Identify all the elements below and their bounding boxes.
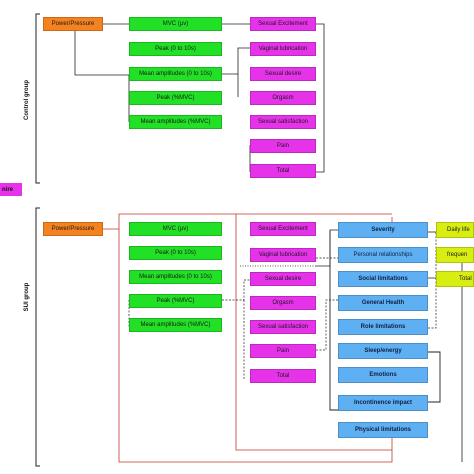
control-mean-amplitudes-mvc-box: Mean amplitudes (%MVC)	[129, 115, 222, 129]
sui-social-limitations-box: Social limitations	[338, 271, 428, 287]
sui-physical-limitations-box: Physical limitations	[338, 422, 428, 438]
control-mvc-box: MVC (µv)	[129, 17, 222, 31]
sui-severity-box: Severity	[338, 222, 428, 238]
control-vaginal-lubrication-box: Vaginal lubrication	[250, 42, 316, 56]
control-sexual-satisfaction-box: Sexual satisfaction	[250, 115, 316, 129]
sui-pain-box: Pain	[250, 344, 316, 358]
sui-frequency-box: frequen	[436, 247, 474, 263]
sui-power-pressure-box: Power/Pressure	[43, 222, 103, 236]
sui-peak-box: Peak (0 to 10s)	[129, 246, 222, 260]
control-sexual-excitement-box: Sexual Excitement	[250, 17, 316, 31]
sui-daily-life-box: Daily life	[436, 222, 474, 238]
sui-mvc-box: MVC (µv)	[129, 222, 222, 236]
sui-vaginal-lubrication-box: Vaginal lubrication	[250, 248, 316, 262]
sui-iciq-total-box: Total	[436, 271, 474, 287]
sui-personal-relationships-box: Personal relationships	[338, 247, 428, 263]
sui-sleep-energy-box: Sleep/energy	[338, 343, 428, 359]
sui-emotions-box: Emotions	[338, 367, 428, 383]
sui-sexual-desire-box: Sexual desire	[250, 272, 316, 286]
control-peak-box: Peak (0 to 10s)	[129, 42, 222, 56]
sui-bracket	[35, 207, 40, 467]
control-bracket	[35, 13, 40, 184]
sui-total-box: Total	[250, 369, 316, 383]
control-peak-mvc-box: Peak (%MVC)	[129, 91, 222, 105]
sui-mean-amplitudes-box: Mean amplitudes (0 to 10s)	[129, 270, 222, 284]
questionnaire-label-fragment: nire	[0, 183, 22, 196]
sui-peak-mvc-box: Peak (%MVC)	[129, 294, 222, 308]
sui-orgasm-box: Orgasm	[250, 296, 316, 310]
control-pain-box: Pain	[250, 139, 316, 153]
sui-general-health-box: General Health	[338, 295, 428, 311]
control-sexual-desire-box: Sexual desire	[250, 67, 316, 81]
control-mean-amplitudes-box: Mean amplitudes (0 to 10s)	[129, 67, 222, 81]
sui-mean-amplitudes-mvc-box: Mean amplitudes (%MVC)	[129, 318, 222, 332]
sui-role-limitations-box: Role limitations	[338, 319, 428, 335]
sui-sexual-excitement-box: Sexual Excitement	[250, 222, 316, 236]
control-power-pressure-box: Power/Pressure	[43, 17, 103, 31]
control-orgasm-box: Orgasm	[250, 91, 316, 105]
sui-incontinence-impact-box: Incontinence impact	[338, 395, 428, 411]
sui-group-label: SUI group	[24, 282, 30, 312]
control-total-box: Total	[250, 164, 316, 178]
control-group-label: Control group	[24, 80, 30, 120]
sui-sexual-satisfaction-box: Sexual satisfaction	[250, 320, 316, 334]
